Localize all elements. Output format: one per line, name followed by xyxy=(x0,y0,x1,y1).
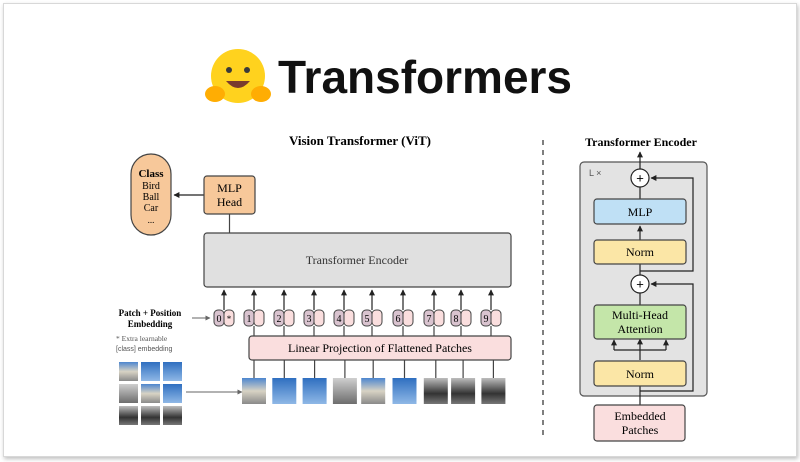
svg-text:Multi-Head: Multi-Head xyxy=(612,308,668,322)
token-index: 9 xyxy=(484,314,489,325)
token-pair: 6 xyxy=(392,289,414,336)
token-index: 5 xyxy=(365,314,370,325)
token-pair: 1 xyxy=(243,289,265,336)
encoder-title: Transformer Encoder xyxy=(585,135,698,149)
note-text: * Extra learnable xyxy=(116,334,168,343)
image-patch xyxy=(332,378,357,404)
norm-box: Norm xyxy=(593,239,687,265)
linear-projection-box: Linear Projection of Flattened Patches xyxy=(248,335,512,361)
token-index: 6 xyxy=(396,314,401,325)
image-patch xyxy=(392,378,417,404)
svg-text:Embedded: Embedded xyxy=(614,409,665,423)
token-index: 3 xyxy=(307,314,312,325)
svg-text:Norm: Norm xyxy=(626,367,655,381)
token-pair: 4 xyxy=(333,289,355,336)
encoder-label: Transformer Encoder xyxy=(306,253,409,267)
token-index: 2 xyxy=(277,314,282,325)
image-patch xyxy=(451,378,476,404)
token-index: 1 xyxy=(247,314,252,325)
token-index: 4 xyxy=(337,314,342,325)
norm-box: Norm xyxy=(593,360,687,387)
vit-title: Vision Transformer (ViT) xyxy=(289,133,431,148)
image-grid-patch xyxy=(119,362,138,381)
class-title: Class xyxy=(138,168,164,180)
image-grid-patch xyxy=(141,384,160,403)
page-title: Transformers xyxy=(278,51,572,103)
class-item: ... xyxy=(148,215,155,225)
svg-text:MLP: MLP xyxy=(628,205,653,219)
image-grid-patch xyxy=(163,384,182,403)
class-item: Ball xyxy=(143,192,160,203)
image-grid-patch xyxy=(163,406,182,425)
class-output-box: Class Bird Ball Car ... xyxy=(130,153,172,236)
image-grid-patch xyxy=(141,362,160,381)
image-patch xyxy=(272,378,297,404)
class-item: Bird xyxy=(142,181,160,192)
projection-label: Linear Projection of Flattened Patches xyxy=(288,341,472,355)
token-index: 0 xyxy=(217,314,222,325)
image-grid-patch xyxy=(141,406,160,425)
svg-text:+: + xyxy=(636,277,644,292)
class-token-marker: * xyxy=(227,314,232,324)
token-pair: 9 xyxy=(480,289,502,336)
token-pair: 2 xyxy=(273,289,295,336)
svg-text:Patches: Patches xyxy=(622,423,659,437)
mlp-head-label: MLP xyxy=(217,181,242,195)
transformer-encoder-box: Transformer Encoder xyxy=(203,232,512,288)
image-patch xyxy=(302,378,327,404)
svg-text:+: + xyxy=(636,171,644,186)
image-patch xyxy=(361,378,386,404)
token-pair: 0* xyxy=(213,289,235,327)
add-node: + xyxy=(630,168,650,188)
image-grid-patch xyxy=(163,362,182,381)
embedded-patches-box: Embedded Patches xyxy=(593,404,686,442)
token-pair: 5 xyxy=(361,289,383,336)
image-patch xyxy=(481,378,506,404)
multi-head-attention-box: Multi-Head Attention xyxy=(593,304,687,340)
image-grid-patch xyxy=(119,406,138,425)
mlp-head-label: Head xyxy=(217,195,242,209)
embedding-label: Embedding xyxy=(128,319,173,329)
class-item: Car xyxy=(144,203,159,214)
token-pair: 8 xyxy=(450,289,472,336)
svg-text:Norm: Norm xyxy=(626,245,655,259)
mlp-box: MLP xyxy=(593,198,687,225)
image-patch xyxy=(242,378,266,404)
mlp-head-box: MLP Head xyxy=(203,175,256,215)
image-grid-patch xyxy=(119,384,138,403)
add-node: + xyxy=(630,274,650,294)
svg-text:Attention: Attention xyxy=(617,322,662,336)
token-pair: 3 xyxy=(303,289,325,336)
token-index: 7 xyxy=(427,314,432,325)
image-patch xyxy=(423,378,448,404)
hugging-face-emoji-icon xyxy=(205,49,271,103)
note-text: [class] embedding xyxy=(116,346,173,353)
embedding-label: Patch + Position xyxy=(119,308,182,318)
token-pair: 7 xyxy=(423,289,445,336)
repeat-label: L × xyxy=(589,168,601,178)
token-index: 8 xyxy=(454,314,459,325)
